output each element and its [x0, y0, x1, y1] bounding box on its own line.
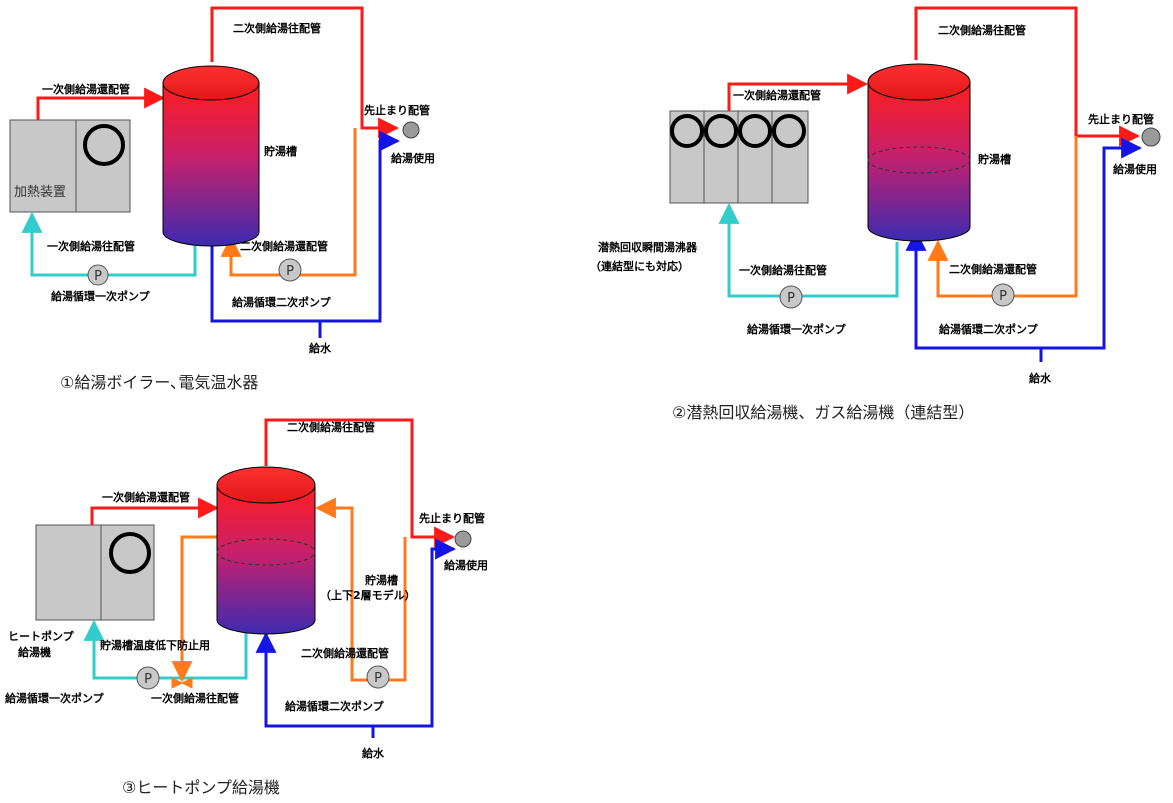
secondary-supply-label: 二次側給湯往配管: [233, 21, 321, 35]
storage-tank: [162, 65, 260, 247]
water-to-use-pipe: [373, 538, 457, 728]
secondary-supply-label: 二次側給湯往配管: [287, 420, 375, 434]
svg-text:P: P: [286, 264, 294, 279]
outlet-icon: [402, 121, 420, 139]
primary-supply-pipe: [83, 619, 248, 680]
pump-icon: [87, 264, 109, 286]
heater-label: 加熱装置: [14, 185, 66, 200]
valve-icon: [171, 677, 193, 689]
heater-port-icon: [670, 114, 704, 148]
primary-supply-pipe: [718, 202, 899, 298]
water-to-use-pipe: [1041, 137, 1143, 350]
primary-supply-label: 一次側給湯往配管: [47, 239, 135, 253]
water-label: 給水: [362, 746, 385, 760]
outlet-icon: [454, 530, 472, 548]
heater-label-2: （連結型にも対応）: [590, 259, 689, 273]
hot-use-label: 給湯使用: [391, 151, 435, 165]
caption-3: ③ヒートポンプ給湯機: [122, 778, 280, 797]
heater-port-icon: [109, 532, 151, 574]
storage-tank: [216, 466, 316, 635]
hot-use-label: 給湯使用: [1113, 162, 1157, 176]
heater-label-2: 給湯機: [18, 645, 51, 659]
primary-pump-label: 給湯循環一次ポンプ: [747, 322, 847, 336]
primary-return-label: 一次側給湯還配管: [102, 490, 190, 504]
water-to-use-pipe: [320, 130, 401, 323]
secondary-pump: P: [991, 283, 1015, 307]
primary-pump-label: 給湯循環一次ポンプ: [5, 691, 105, 705]
heater-unit: [669, 110, 809, 204]
water-supply-pipe: [255, 631, 375, 738]
svg-text:P: P: [999, 289, 1007, 304]
hot-use-label: 給湯使用: [444, 558, 488, 572]
heater-label-1: 潜熱回収瞬間湯沸器: [598, 240, 698, 254]
tank-label-2: （上下2層モデル）: [320, 588, 416, 602]
primary-return-label: 一次側給湯還配管: [42, 82, 130, 96]
primary-pump: P: [779, 285, 803, 309]
heater-port-icon: [772, 114, 806, 148]
pump-icon: [278, 258, 302, 282]
dead-end-label: 先止まり配管: [364, 103, 430, 117]
heater-port-icon: [704, 114, 738, 148]
tank-label-1: 貯湯槽: [365, 573, 398, 587]
heater-port-icon: [738, 114, 772, 148]
tank-label: 貯湯槽: [978, 152, 1011, 166]
pump-icon: [366, 665, 390, 689]
primary-pump: P: [87, 264, 109, 286]
primary-pump: P: [136, 666, 160, 690]
pump-icon: [136, 666, 160, 690]
diagram-3: P P 二次側給湯往配管 一次側給湯還配管 先止まり配管 給湯使用 貯湯槽 （上…: [5, 418, 488, 797]
primary-return-pipe: [90, 497, 220, 525]
svg-text:P: P: [787, 291, 795, 306]
water-supply-pipe: [201, 221, 322, 338]
diagram-1: 加熱装置 P P 二次側給湯往配管 一次側給湯還配管 先止まり配管 給湯使用 貯…: [9, 6, 435, 392]
secondary-supply-label: 二次側給湯往配管: [938, 23, 1026, 37]
secondary-pump-label: 給湯循環二次ポンプ: [939, 322, 1039, 336]
secondary-supply-pipe: [264, 418, 456, 548]
secondary-return-label: 二次側給湯還配管: [240, 239, 328, 253]
secondary-pump-label: 給湯循環二次ポンプ: [232, 295, 332, 309]
primary-supply-pipe: [21, 211, 197, 277]
svg-text:P: P: [94, 269, 102, 284]
temp-drop-label: 貯湯槽温度低下防止用: [100, 638, 210, 652]
caption-1: ①給湯ボイラー､電気温水器: [60, 373, 258, 392]
primary-pump-label: 給湯循環一次ポンプ: [51, 289, 151, 303]
svg-text:P: P: [374, 671, 382, 686]
secondary-return-pipe: [314, 497, 407, 682]
secondary-return-label: 二次側給湯還配管: [949, 262, 1037, 276]
secondary-pump: P: [278, 258, 302, 282]
secondary-supply-pipe: [210, 6, 400, 139]
primary-return-label: 一次側給湯還配管: [733, 88, 821, 102]
heater-label-1: ヒートポンプ: [8, 629, 75, 643]
secondary-pump: P: [366, 665, 390, 689]
secondary-pump-label: 給湯循環二次ポンプ: [285, 699, 385, 713]
outlet-icon: [1141, 127, 1161, 147]
primary-return-pipe: [727, 73, 869, 111]
water-label: 給水: [1029, 371, 1052, 385]
secondary-return-label: 二次側給湯還配管: [301, 646, 389, 660]
pump-icon: [991, 283, 1015, 307]
heater-port-icon: [83, 124, 125, 166]
secondary-supply-pipe: [914, 6, 1141, 147]
heater-unit: 加熱装置: [9, 119, 131, 213]
dead-end-label: 先止まり配管: [1088, 112, 1154, 126]
diagram-2: P P 二次側給湯往配管 一次側給湯還配管 先止まり配管 給湯使用 貯湯槽 潜熱…: [590, 6, 1161, 422]
pump-icon: [779, 285, 803, 309]
primary-supply-label: 一次側給湯往配管: [151, 691, 239, 705]
primary-supply-label: 一次側給湯往配管: [739, 263, 827, 277]
water-label: 給水: [309, 341, 332, 355]
water-supply-pipe: [905, 229, 1043, 362]
svg-text:P: P: [144, 672, 152, 687]
caption-2: ②潜熱回収給湯機、ガス給湯機（連結型）: [672, 403, 974, 422]
tank-label: 貯湯槽: [264, 144, 297, 158]
dead-end-label: 先止まり配管: [419, 511, 485, 525]
temp-drop-pipe: [171, 535, 217, 683]
heater-unit: [35, 524, 155, 621]
storage-tank: [867, 63, 971, 242]
primary-return-pipe: [36, 87, 166, 120]
